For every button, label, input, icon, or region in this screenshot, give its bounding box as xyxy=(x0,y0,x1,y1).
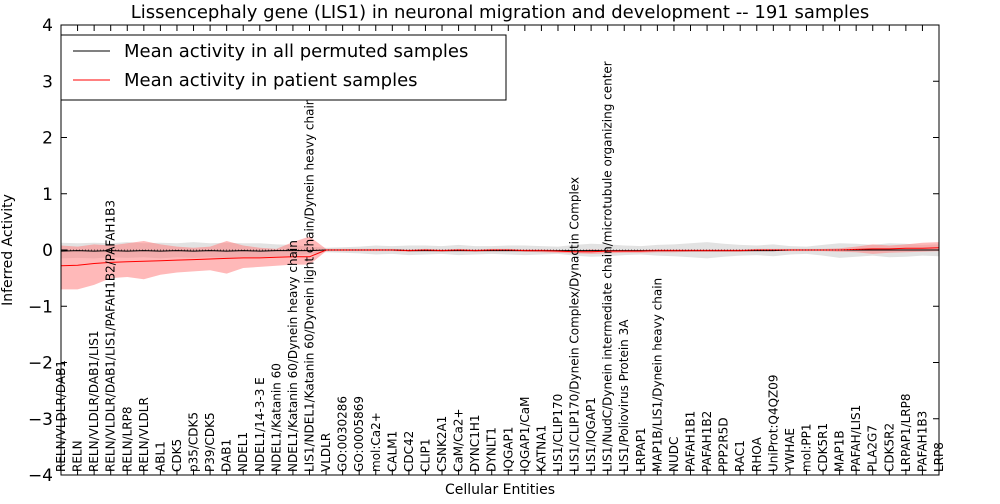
x-tick-label: P39/CDK5 xyxy=(203,412,217,472)
x-tick-label: NDEL1/Katanin 60 xyxy=(269,363,283,472)
x-tick-label: PAFAH1B3 xyxy=(915,411,929,472)
x-tick-label: UniProt:Q4QZ09 xyxy=(766,374,780,472)
y-tick-label: 3 xyxy=(42,72,53,92)
x-tick-label: PPP2R5D xyxy=(717,417,731,472)
x-tick-label: LRPAP1 xyxy=(634,427,648,472)
x-tick-label: LIS1/CLIP170/Dynein Complex/Dynactin Com… xyxy=(568,177,582,472)
y-tick-label: −2 xyxy=(28,354,53,374)
y-axis-label: Inferred Activity xyxy=(0,194,16,306)
x-tick-label: PAFAH1B1 xyxy=(684,411,698,472)
bands-layer xyxy=(61,236,939,290)
x-tick-label: CLIP1 xyxy=(419,439,433,472)
x-tick-label: MAP1B/LIS1/Dynein heavy chain xyxy=(650,278,664,472)
x-tick-label: mol:Ca2+ xyxy=(369,412,383,472)
x-tick-label: CaM/Ca2+ xyxy=(452,408,466,472)
x-tick-label: mol:PP1 xyxy=(800,423,814,472)
x-tick-label: GO:0030286 xyxy=(336,396,350,472)
y-tick-label: 0 xyxy=(42,241,53,261)
x-axis-label: Cellular Entities xyxy=(445,482,555,498)
legend-label-patient: Mean activity in patient samples xyxy=(124,70,418,91)
x-tick-label: RELN xyxy=(71,440,85,472)
x-tick-label: LIS1/IQGAP1 xyxy=(584,397,598,472)
x-tick-label: RHOA xyxy=(750,436,764,472)
x-tick-label: LIS1/Poliovirus Protein 3A xyxy=(617,319,631,472)
y-tick-label: 4 xyxy=(42,16,53,36)
x-tick-label: RELN/VLDLR/DAB1/LIS1/PAFAH1B2/PAFAH1B3 xyxy=(104,200,118,472)
x-tick-label: CDK5R1 xyxy=(816,423,830,472)
x-tick-label: KATNA1 xyxy=(534,425,548,472)
x-tick-label: RELN/VLDLR/DAB1/LIS1 xyxy=(87,331,101,472)
x-tick-label: IQGAP1/CaM xyxy=(518,397,532,473)
x-tick-label: p35/CDK5 xyxy=(187,412,201,472)
x-tick-label: CDK5 xyxy=(170,439,184,472)
x-tick-label: DYNLT1 xyxy=(485,427,499,472)
x-tick-label: LIS1/NDEL1/Katanin 60/Dynein light chain… xyxy=(303,98,317,472)
x-tick-label: NDEL1/14-3-3 E xyxy=(253,377,267,472)
y-tick-label: −3 xyxy=(28,410,53,430)
x-tick-label: YWHAE xyxy=(783,428,797,473)
x-tick-label: RAC1 xyxy=(733,440,747,472)
x-tick-label: CSNK2A1 xyxy=(435,416,449,472)
y-tick-label: 1 xyxy=(42,185,53,205)
x-tick-label: IQGAP1 xyxy=(501,427,515,472)
x-tick-label: CALM1 xyxy=(385,431,399,472)
x-tick-label: VLDLR xyxy=(319,433,333,472)
x-tick-label: MAP1B xyxy=(833,430,847,472)
x-tick-label: CDC42 xyxy=(402,431,416,472)
y-tick-label: −1 xyxy=(28,297,53,317)
y-tick-label: −4 xyxy=(28,466,53,486)
legend: Mean activity in all permuted samples Me… xyxy=(60,34,507,101)
x-tick-label: NUDC xyxy=(667,437,681,472)
x-tick-label: NDEL1/Katanin 60/Dynein heavy chain xyxy=(286,240,300,472)
x-tick-label: RELN/LRP8 xyxy=(120,406,134,472)
plot-frame xyxy=(60,24,940,476)
x-tick-label: PAFAH1B2 xyxy=(700,411,714,472)
x-tick-label: CDK5R2 xyxy=(882,423,896,472)
legend-box xyxy=(60,34,507,101)
x-tick-label: DAB1 xyxy=(220,439,234,472)
x-tick-label: GO:0005869 xyxy=(352,396,366,472)
x-tick-label: DYNC1H1 xyxy=(468,414,482,472)
x-tick-label: LRPAP1/LRP8 xyxy=(899,393,913,472)
x-tick-label: PLA2G7 xyxy=(866,425,880,472)
x-tick-label: RELN/VLDLR xyxy=(137,397,151,472)
x-tick-label: NDEL1 xyxy=(236,432,250,472)
y-axis-ticks: −4 −3 −2 −1 0 1 2 3 4 xyxy=(28,16,939,486)
x-tick-label: LIS1/CLIP170 xyxy=(551,394,565,472)
chart-title: Lissencephaly gene (LIS1) in neuronal mi… xyxy=(131,2,870,23)
x-tick-label: PAFAH/LIS1 xyxy=(849,405,863,472)
legend-label-permuted: Mean activity in all permuted samples xyxy=(124,41,468,62)
y-tick-label: 2 xyxy=(42,129,53,149)
x-tick-label: ABL1 xyxy=(153,441,167,472)
x-tick-label: LIS1/NudC/Dynein intermediate chain/micr… xyxy=(601,61,615,472)
